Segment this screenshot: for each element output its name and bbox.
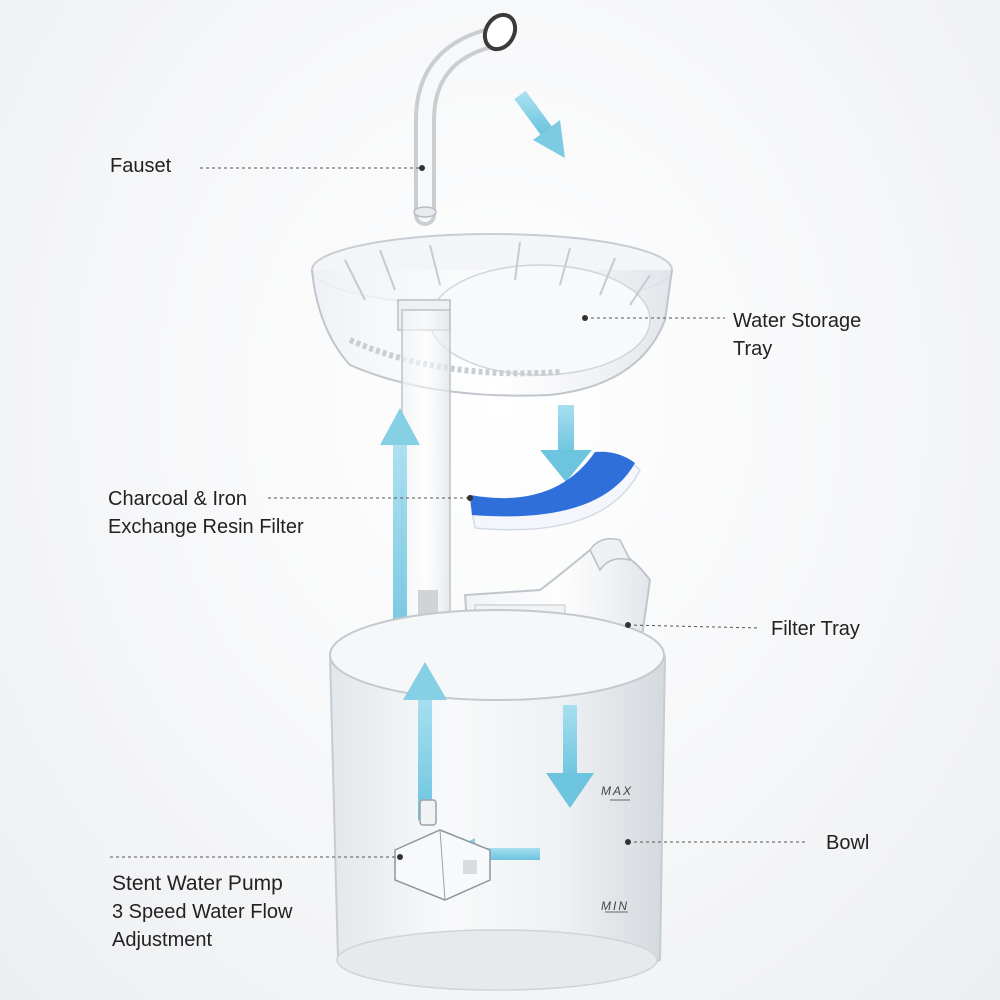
- bowl-min-mark: MIN: [601, 899, 629, 913]
- bowl-max-mark: MAX: [601, 784, 633, 798]
- label-water-storage-tray-line2: Tray: [733, 338, 773, 360]
- label-filter-line2: Exchange Resin Filter: [108, 516, 304, 538]
- label-filter-tray: Filter Tray: [771, 618, 860, 640]
- flow-arrow-bowl-down: [546, 705, 594, 808]
- label-pump-title: Stent Water Pump: [112, 872, 283, 895]
- vertical-tube: [401, 309, 451, 641]
- water-pump: [394, 799, 491, 901]
- bowl: [329, 609, 666, 991]
- flow-arrow-down-filter: [540, 405, 592, 482]
- leader-lines: [110, 167, 805, 858]
- faucet-tube: [413, 12, 518, 226]
- label-bowl: Bowl: [826, 832, 870, 854]
- label-pump-sub2: Adjustment: [112, 929, 213, 951]
- label-water-storage-tray-line1: Water Storage: [733, 310, 862, 332]
- label-filter: Charcoal & Iron Exchange Resin Filter: [108, 485, 304, 541]
- flow-arrow-bowl-up: [403, 662, 447, 820]
- label-pump-sub1: 3 Speed Water Flow: [112, 901, 293, 923]
- flow-arrow-faucet: [514, 90, 565, 158]
- label-faucet: Fauset: [110, 155, 172, 177]
- filter-sponge: [469, 451, 641, 531]
- flow-arrow-tube-up: [380, 408, 420, 630]
- label-filter-line1: Charcoal & Iron: [108, 488, 247, 510]
- label-water-storage-tray: Water Storage Tray: [733, 307, 861, 363]
- water-storage-tray: [311, 233, 673, 397]
- label-pump: Stent Water Pump 3 Speed Water Flow Adju…: [112, 870, 292, 954]
- leader-dots: [397, 165, 631, 860]
